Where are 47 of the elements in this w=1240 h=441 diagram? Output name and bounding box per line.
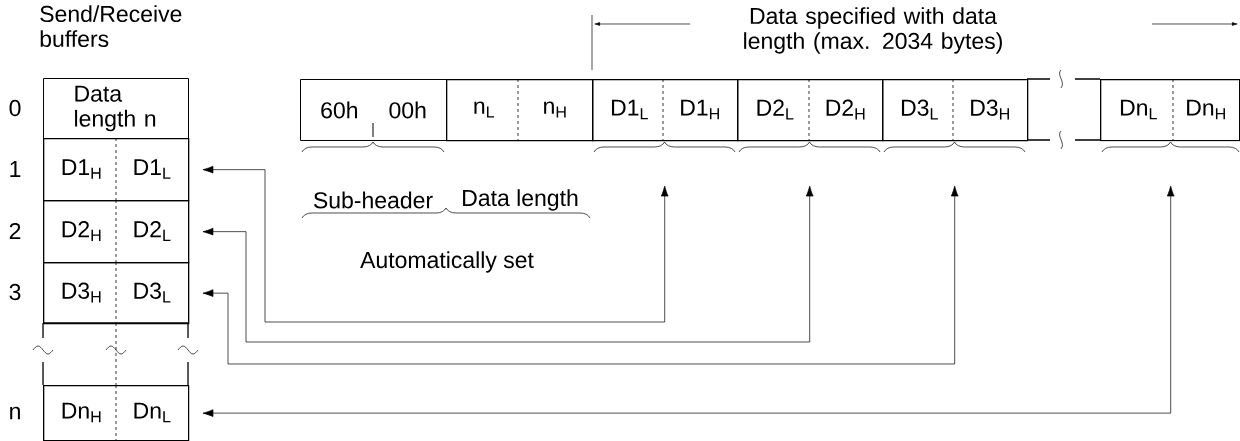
byte-text: D1$_{H}$	[62, 159, 101, 179]
byte-text: Dn$_{L}$	[134, 402, 171, 423]
label-text: 3	[9, 283, 21, 301]
buffer-row	[43, 384, 190, 441]
byte-text: D2$_{H}$	[62, 221, 101, 241]
label-text: Automatically set	[360, 251, 534, 273]
buffer-row	[43, 261, 190, 325]
label-text: Sub-header	[313, 191, 433, 209]
label-text: 2	[9, 222, 21, 239]
arrow	[202, 185, 959, 365]
byte-text: D2$_{L}$	[134, 221, 171, 241]
byte-text: D2$_{H}$	[826, 99, 865, 120]
label-text: Data length	[463, 189, 578, 211]
frame-field	[592, 78, 739, 142]
buffer-row	[43, 137, 190, 202]
label-text: n	[10, 406, 20, 420]
label-text: 0	[9, 99, 21, 117]
brace	[883, 141, 1026, 153]
byte-text: D1$_{H}$	[681, 99, 719, 120]
byte-text: n$_{L}$	[474, 101, 495, 118]
brace	[1101, 141, 1240, 153]
frame-field	[446, 78, 594, 142]
byte-text: D3$_{H}$	[971, 99, 1009, 120]
byte-text: D3$_{L}$	[134, 282, 171, 303]
label-text: Send/Receive buffers	[40, 5, 182, 48]
byte-text: D1$_{L}$	[611, 99, 648, 120]
label-text: Data specified with data length (max. 2034 bytes)	[744, 7, 1002, 54]
byte-text: D2$_{L}$	[757, 99, 794, 120]
brace	[738, 141, 881, 153]
byte-text: D1$_{L}$	[134, 159, 171, 179]
byte-text: Dn$_{H}$	[1187, 99, 1225, 120]
frame-field	[1100, 78, 1240, 142]
buffer-row	[43, 199, 190, 264]
frame-field	[882, 78, 1029, 142]
buffer-cell: Data length n	[43, 78, 189, 139]
arrow	[202, 165, 669, 323]
arrow	[202, 185, 1175, 417]
byte-text: D3$_{H}$	[62, 282, 101, 303]
byte-text: D3$_{L}$	[901, 99, 938, 120]
byte-text: Dn$_{L}$	[1120, 99, 1157, 120]
label-text: 1	[10, 161, 21, 177]
frame-field: 60h 00h	[300, 79, 447, 141]
brace	[593, 141, 736, 153]
byte-text: n$_{H}$	[544, 101, 566, 118]
arrow	[202, 185, 814, 343]
byte-text: Dn$_{H}$	[62, 402, 101, 423]
frame-field	[737, 78, 884, 142]
